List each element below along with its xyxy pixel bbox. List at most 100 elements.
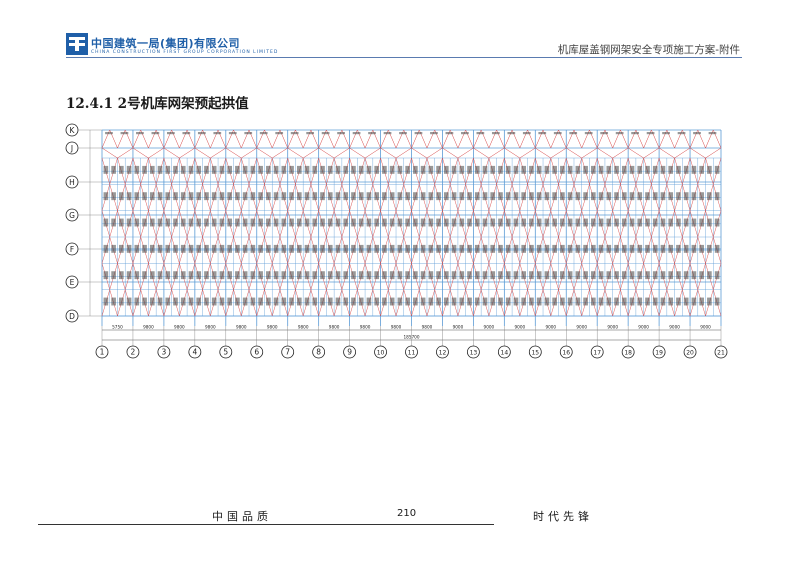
camber-value-mark	[358, 165, 364, 174]
camber-value-mark	[374, 192, 380, 201]
camber-value-mark	[266, 297, 271, 306]
camber-value-mark	[583, 192, 588, 201]
camber-value-mark	[366, 192, 372, 201]
camber-value-mark	[196, 218, 202, 227]
camber-value-mark	[498, 297, 503, 306]
camber-value-mark	[335, 271, 341, 280]
camber-value-mark	[591, 271, 596, 280]
row-axis-label: H	[69, 178, 75, 187]
camber-value-mark	[204, 218, 209, 227]
camber-value-mark	[544, 218, 550, 227]
col-axis-label: 14	[501, 350, 509, 357]
camber-value-mark	[621, 218, 627, 227]
camber-value-mark	[498, 192, 503, 201]
camber-value-mark	[211, 297, 217, 306]
camber-value-mark	[413, 297, 418, 306]
camber-value-mark	[382, 244, 387, 253]
camber-value-mark	[335, 218, 341, 227]
camber-value-mark	[405, 218, 410, 227]
camber-value-mark	[575, 192, 581, 201]
col-axis-bubble	[374, 345, 387, 359]
camber-value-mark	[157, 244, 163, 253]
camber-value-mark	[668, 271, 674, 280]
camber-value-mark	[505, 297, 511, 306]
camber-value-mark	[351, 165, 356, 174]
truss-diagonal	[442, 147, 459, 159]
camber-value-mark	[505, 244, 511, 253]
camber-value-mark	[405, 244, 410, 253]
camber-value-mark	[521, 244, 527, 253]
col-axis-label: 21	[717, 350, 725, 357]
camber-value-mark	[699, 271, 704, 280]
camber-value-mark	[312, 192, 318, 201]
camber-value-mark	[126, 192, 132, 201]
camber-value-mark	[197, 132, 206, 135]
camber-value-mark	[397, 165, 403, 174]
camber-value-mark	[536, 165, 542, 174]
truss-diagonal	[473, 147, 490, 159]
camber-value-mark	[482, 244, 488, 253]
bay-dimension-label: 9800	[205, 325, 216, 330]
camber-value-mark	[266, 271, 271, 280]
camber-value-mark	[173, 218, 178, 227]
truss-diagonal	[179, 147, 195, 159]
camber-value-mark	[529, 165, 534, 174]
camber-value-mark	[507, 132, 516, 135]
camber-value-mark	[382, 297, 387, 306]
camber-value-mark	[575, 165, 581, 174]
camber-value-mark	[335, 297, 341, 306]
truss-diagonal	[225, 147, 242, 159]
camber-value-mark	[583, 218, 588, 227]
truss-diagonal	[674, 147, 691, 159]
camber-value-mark	[134, 244, 140, 253]
camber-value-mark	[413, 244, 418, 253]
camber-value-mark	[374, 165, 380, 174]
camber-value-mark	[436, 218, 441, 227]
camber-value-mark	[583, 271, 588, 280]
camber-value-mark	[320, 192, 325, 201]
camber-value-mark	[211, 218, 217, 227]
camber-value-mark	[529, 244, 534, 253]
camber-value-mark	[575, 244, 581, 253]
camber-value-mark	[235, 192, 240, 201]
camber-value-mark	[645, 192, 650, 201]
camber-value-mark	[389, 192, 395, 201]
camber-value-mark	[165, 271, 171, 280]
camber-value-mark	[430, 132, 438, 135]
camber-value-mark	[560, 271, 565, 280]
bay-dimension-label: 9000	[607, 325, 618, 330]
bay-dimension-label: 9800	[298, 325, 309, 330]
camber-value-mark	[366, 297, 372, 306]
header-divider	[66, 57, 742, 58]
camber-value-mark	[389, 165, 395, 174]
col-axis-bubble	[590, 345, 604, 359]
camber-value-mark	[420, 297, 426, 306]
truss-diagonal	[426, 147, 443, 159]
camber-value-mark	[196, 244, 202, 253]
camber-value-mark	[242, 244, 248, 253]
bay-dimension-label: 9800	[143, 325, 154, 330]
camber-value-mark	[637, 244, 643, 253]
camber-value-mark	[142, 192, 147, 201]
truss-diagonal	[519, 147, 536, 159]
truss-diagonal	[643, 147, 660, 159]
camber-value-mark	[142, 297, 147, 306]
company-name: 中国建筑一局(集团)有限公司	[91, 37, 241, 50]
camber-value-mark	[119, 297, 124, 306]
camber-value-mark	[614, 297, 619, 306]
camber-value-mark	[157, 192, 163, 201]
camber-value-mark	[204, 244, 209, 253]
camber-value-mark	[366, 244, 372, 253]
camber-value-mark	[188, 244, 194, 253]
camber-value-mark	[544, 271, 550, 280]
camber-value-mark	[683, 218, 689, 227]
truss-diagonal	[628, 147, 644, 159]
camber-value-mark	[111, 244, 116, 253]
camber-value-mark	[374, 271, 380, 280]
camber-value-mark	[482, 218, 488, 227]
camber-value-mark	[211, 165, 217, 174]
camber-value-mark	[397, 244, 403, 253]
bay-dimension-label: 9800	[391, 325, 402, 330]
camber-value-mark	[188, 271, 194, 280]
camber-value-mark	[351, 297, 356, 306]
